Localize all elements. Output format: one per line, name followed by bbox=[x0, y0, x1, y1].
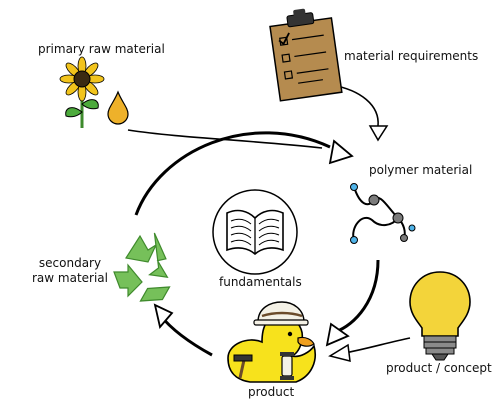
rubber-duck-icon bbox=[227, 301, 316, 383]
sunflower-icon bbox=[59, 56, 105, 128]
label-primary-raw-material: primary raw material bbox=[38, 42, 165, 56]
oil-drop-icon bbox=[107, 90, 129, 125]
label-secondary-line1: secondary bbox=[38, 256, 102, 270]
clipboard-icon bbox=[269, 8, 343, 102]
book-icon bbox=[212, 189, 298, 275]
label-material-requirements: material requirements bbox=[344, 49, 479, 63]
arrow-raw-to-polymer bbox=[127, 129, 323, 149]
label-polymer-material: polymer material bbox=[369, 163, 473, 177]
label-product-concept: product / concept bbox=[386, 361, 492, 375]
label-secondary-raw-material: secondary raw material bbox=[20, 256, 120, 286]
arc-product-to-secondary bbox=[158, 314, 213, 357]
arrowhead-concept bbox=[328, 343, 351, 362]
arrow-concept-to-product bbox=[344, 337, 411, 354]
arc-secondary-to-polymer bbox=[134, 131, 331, 216]
arrowhead-into-product bbox=[325, 322, 350, 347]
recycle-icon bbox=[113, 232, 171, 302]
label-secondary-line2: raw material bbox=[31, 271, 108, 285]
label-product: product bbox=[248, 385, 295, 399]
lightbulb-icon bbox=[409, 271, 471, 361]
arrowhead-into-polymer bbox=[328, 139, 354, 165]
label-fundamentals: fundamentals bbox=[219, 275, 302, 289]
arrowhead-requirements bbox=[368, 125, 389, 142]
arc-polymer-to-product bbox=[334, 259, 380, 334]
arrowhead-into-secondary bbox=[153, 303, 174, 329]
polymer-chain-icon bbox=[350, 183, 416, 244]
